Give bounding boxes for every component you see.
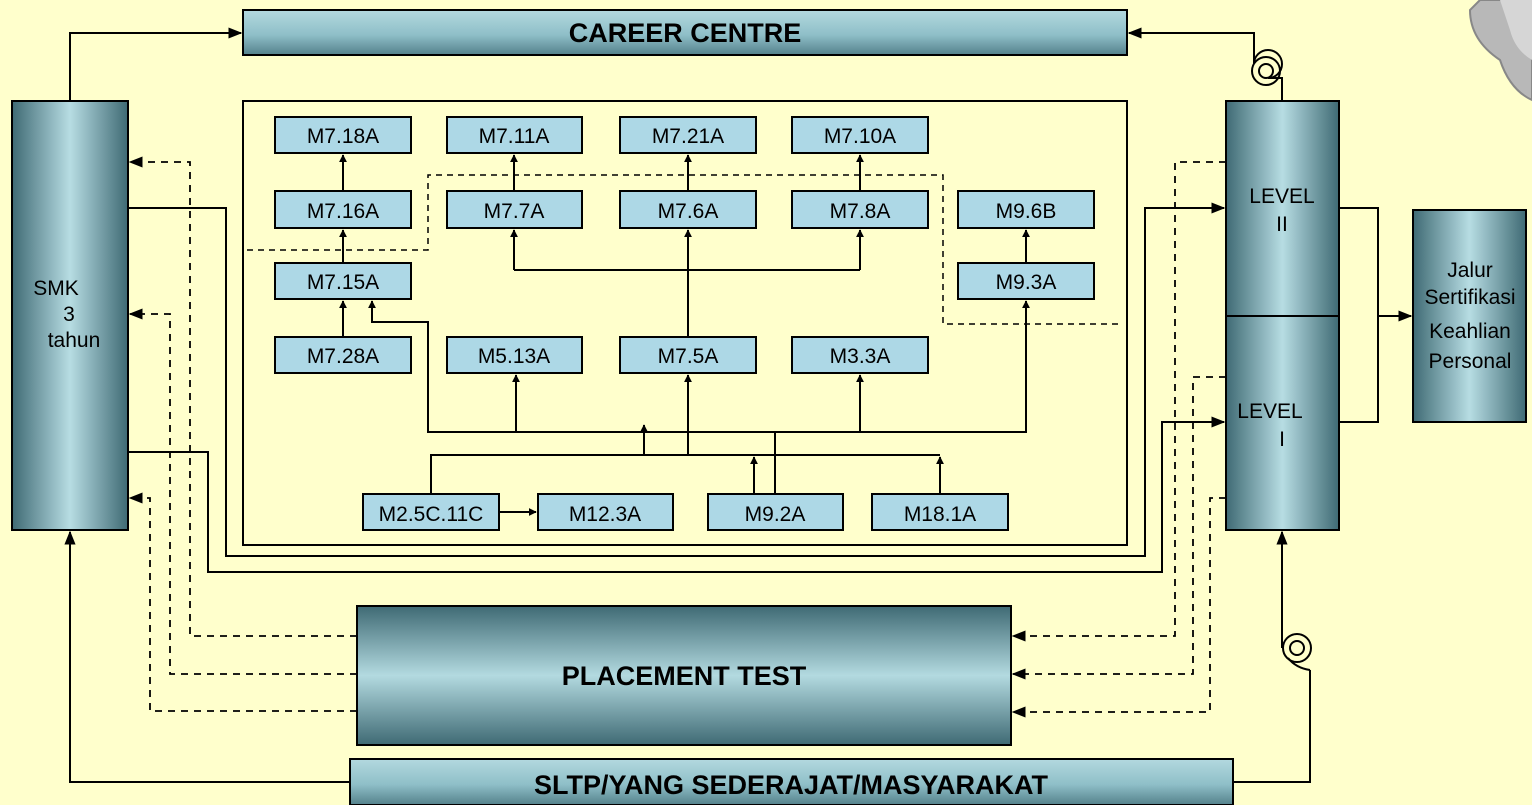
module-m7-11a: M7.11A — [446, 116, 583, 154]
module-label: M9.2A — [745, 503, 806, 526]
certification-line-3: Keahlian — [1429, 320, 1511, 343]
level-2-line-1: LEVEL — [1249, 185, 1314, 208]
module-label: M7.21A — [652, 125, 724, 148]
module-m2-5c-11c: M2.5C.11C — [362, 493, 500, 531]
roller-symbol-top-icon — [1251, 49, 1283, 86]
certification-line-2: Sertifikasi — [1424, 286, 1515, 309]
module-label: M7.8A — [830, 200, 891, 223]
career-centre-bar — [242, 9, 1128, 56]
module-m12-3a: M12.3A — [537, 493, 674, 531]
module-m5-13a: M5.13A — [446, 336, 583, 374]
level-1-line-2: I — [1279, 428, 1285, 451]
certification-line-1: Jalur — [1447, 259, 1493, 282]
module-m7-7a: M7.7A — [446, 190, 583, 229]
module-label: M3.3A — [830, 345, 891, 368]
level-1-block — [1225, 315, 1340, 531]
smk-line-2: 3 — [63, 303, 75, 326]
module-connectors — [339, 154, 1030, 516]
module-m3-3a: M3.3A — [791, 336, 929, 374]
module-label: M12.3A — [569, 503, 641, 526]
smk-column — [11, 100, 129, 531]
module-label: M18.1A — [904, 503, 976, 526]
module-label: M7.18A — [307, 125, 379, 148]
module-label: M7.5A — [658, 345, 719, 368]
certification-box — [1412, 209, 1527, 423]
module-label: M9.6B — [996, 200, 1057, 223]
module-m7-5a: M7.5A — [619, 336, 757, 374]
module-m7-8a: M7.8A — [791, 190, 929, 229]
level-1-line-1: LEVEL — [1237, 400, 1302, 423]
placement-test-label: PLACEMENT TEST — [562, 661, 807, 691]
entry-source-label: SLTP/YANG SEDERAJAT/MASYARAKAT — [534, 770, 1049, 800]
module-m18-1a: M18.1A — [871, 493, 1009, 531]
certification-line-4: Personal — [1429, 350, 1512, 373]
gear-decoration-icon — [1468, 0, 1532, 102]
module-m7-28a: M7.28A — [274, 336, 412, 374]
level-2-line-2: II — [1276, 213, 1288, 236]
smk-line-1: SMK — [33, 277, 79, 300]
module-m7-10a: M7.10A — [791, 116, 929, 154]
module-label: M7.7A — [484, 200, 545, 223]
module-label: M9.3A — [996, 271, 1057, 294]
main-flow-lines — [64, 27, 1413, 783]
module-m7-21a: M7.21A — [619, 116, 757, 154]
module-m9-3a: M9.3A — [957, 262, 1095, 300]
module-label: M7.6A — [658, 200, 719, 223]
module-label: M7.15A — [307, 271, 379, 294]
module-m7-16a: M7.16A — [274, 190, 412, 229]
module-m7-18a: M7.18A — [274, 116, 412, 154]
module-label: M7.28A — [307, 345, 379, 368]
roller-symbol-bottom-icon — [1281, 628, 1312, 671]
placement-test-bar — [356, 605, 1012, 746]
module-m9-6b: M9.6B — [957, 190, 1095, 229]
module-area-frame — [242, 100, 1128, 546]
smk-line-3: tahun — [48, 329, 101, 352]
dashed-module-boundaries — [247, 174, 1123, 325]
level-2-block — [1225, 100, 1340, 317]
module-label: M7.10A — [824, 125, 896, 148]
module-label: M7.16A — [307, 200, 379, 223]
module-label: M7.11A — [479, 125, 550, 148]
dashed-feedback-lines — [128, 156, 1226, 718]
module-m7-15a: M7.15A — [274, 262, 412, 300]
career-centre-label: CAREER CENTRE — [569, 18, 802, 48]
module-label: M2.5C.11C — [379, 503, 484, 526]
module-label: M5.13A — [478, 345, 550, 368]
module-m7-6a: M7.6A — [619, 190, 757, 229]
module-m9-2a: M9.2A — [707, 493, 844, 531]
